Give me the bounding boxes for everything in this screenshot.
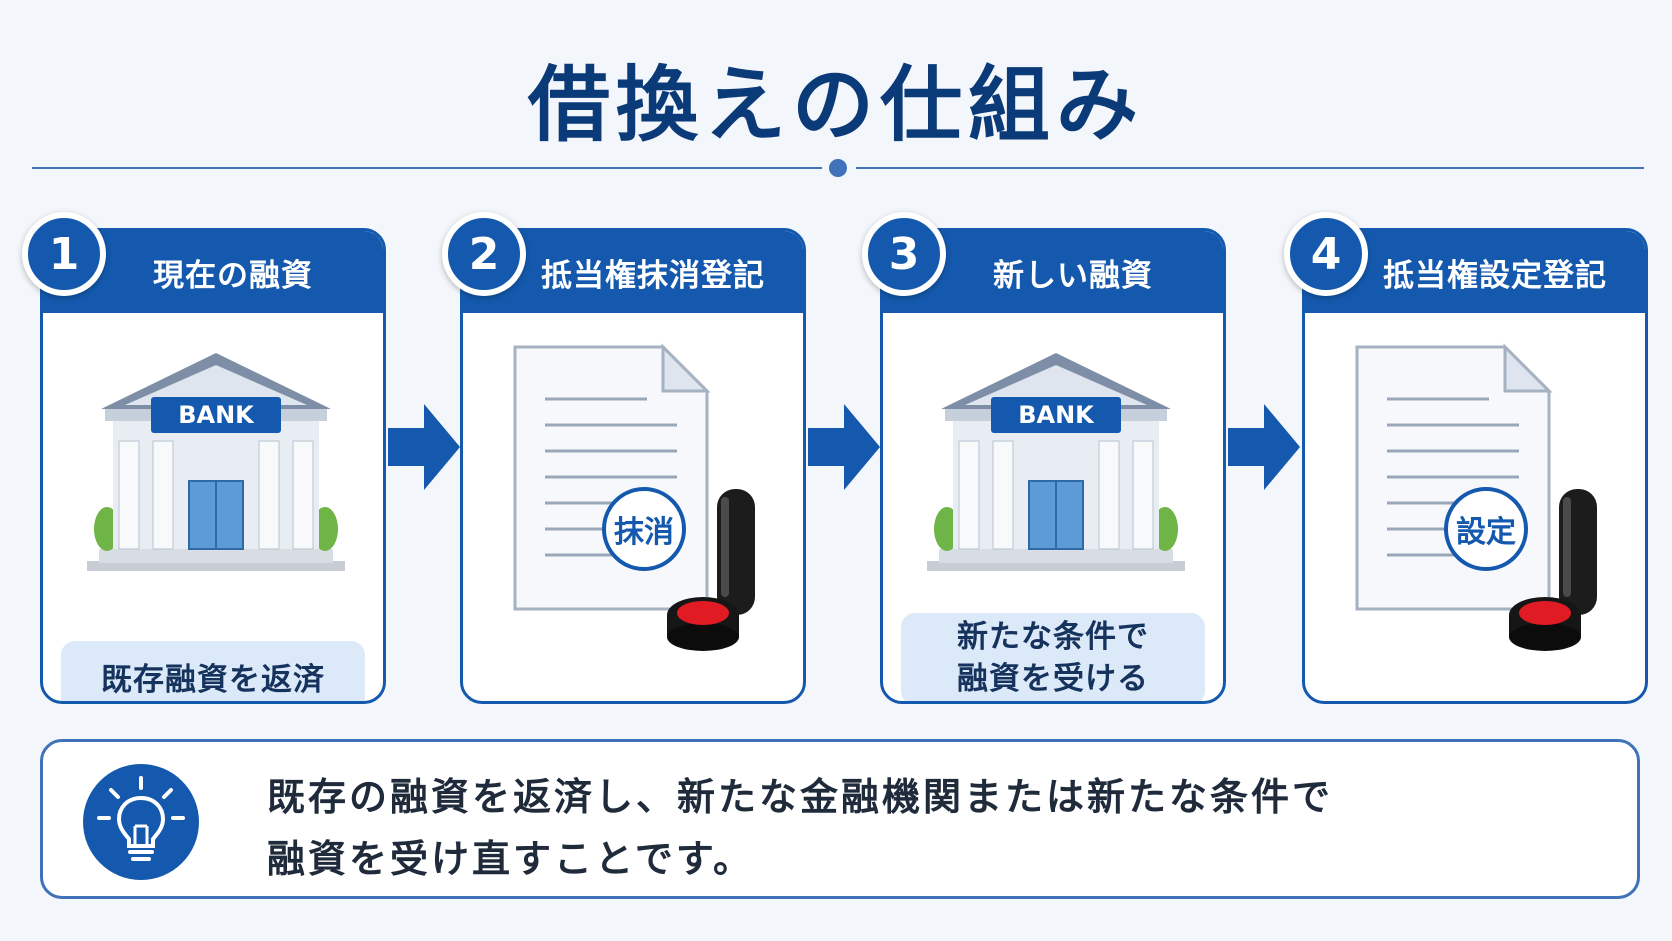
lightbulb-icon (83, 764, 199, 880)
step-number-badge-2: 2 (442, 212, 526, 296)
step-card-1: 現在の融資 BANK 既存融資を返済 (40, 228, 386, 704)
summary-box: 既存の融資を返済し、新たな金融機関または新たな条件で 融資を受け直すことです。 (40, 739, 1640, 899)
document-icon: 設定 (1355, 343, 1553, 611)
step-3-caption-line-1: 新たな条件で (957, 619, 1149, 656)
bank-icon: BANK (927, 353, 1185, 571)
step-number-badge-3: 3 (862, 212, 946, 296)
step-number-badge-1: 1 (22, 212, 106, 296)
summary-line-1: 既存の融資を返済し、新たな金融機関または新たな条件で (267, 775, 1334, 819)
seal-stamp-icon (1509, 489, 1597, 651)
title-divider-left (32, 167, 822, 169)
step-card-3: 新しい融資 BANK 新たな条件で 融資を受ける (880, 228, 1226, 704)
page-title: 借換えの仕組み (527, 58, 1144, 153)
right-arrow-icon (808, 404, 880, 490)
step-1-caption: 既存融資を返済 (61, 641, 365, 701)
right-arrow-icon (1228, 404, 1300, 490)
stamp-mark-text: 抹消 (614, 515, 674, 550)
step-card-4: 抵当権設定登記 設定 (1302, 228, 1648, 704)
summary-text: 既存の融資を返済し、新たな金融機関または新たな条件で 融資を受け直すことです。 (267, 766, 1587, 890)
step-3-caption: 新たな条件で 融資を受ける (901, 613, 1205, 701)
bank-sign: BANK (178, 401, 255, 429)
summary-line-2: 融資を受け直すことです。 (267, 837, 755, 881)
right-arrow-icon (388, 404, 460, 490)
title-divider-right (856, 167, 1644, 169)
bank-sign: BANK (1018, 401, 1095, 429)
document-icon: 抹消 (513, 343, 711, 611)
bank-icon: BANK (87, 353, 345, 571)
step-3-caption-line-2: 融資を受ける (957, 661, 1149, 697)
seal-stamp-icon (667, 489, 755, 651)
step-card-2: 抵当権抹消登記 抹消 (460, 228, 806, 704)
stamp-mark-text: 設定 (1456, 515, 1516, 550)
step-number-badge-4: 4 (1284, 212, 1368, 296)
title-divider-dot (829, 159, 847, 177)
